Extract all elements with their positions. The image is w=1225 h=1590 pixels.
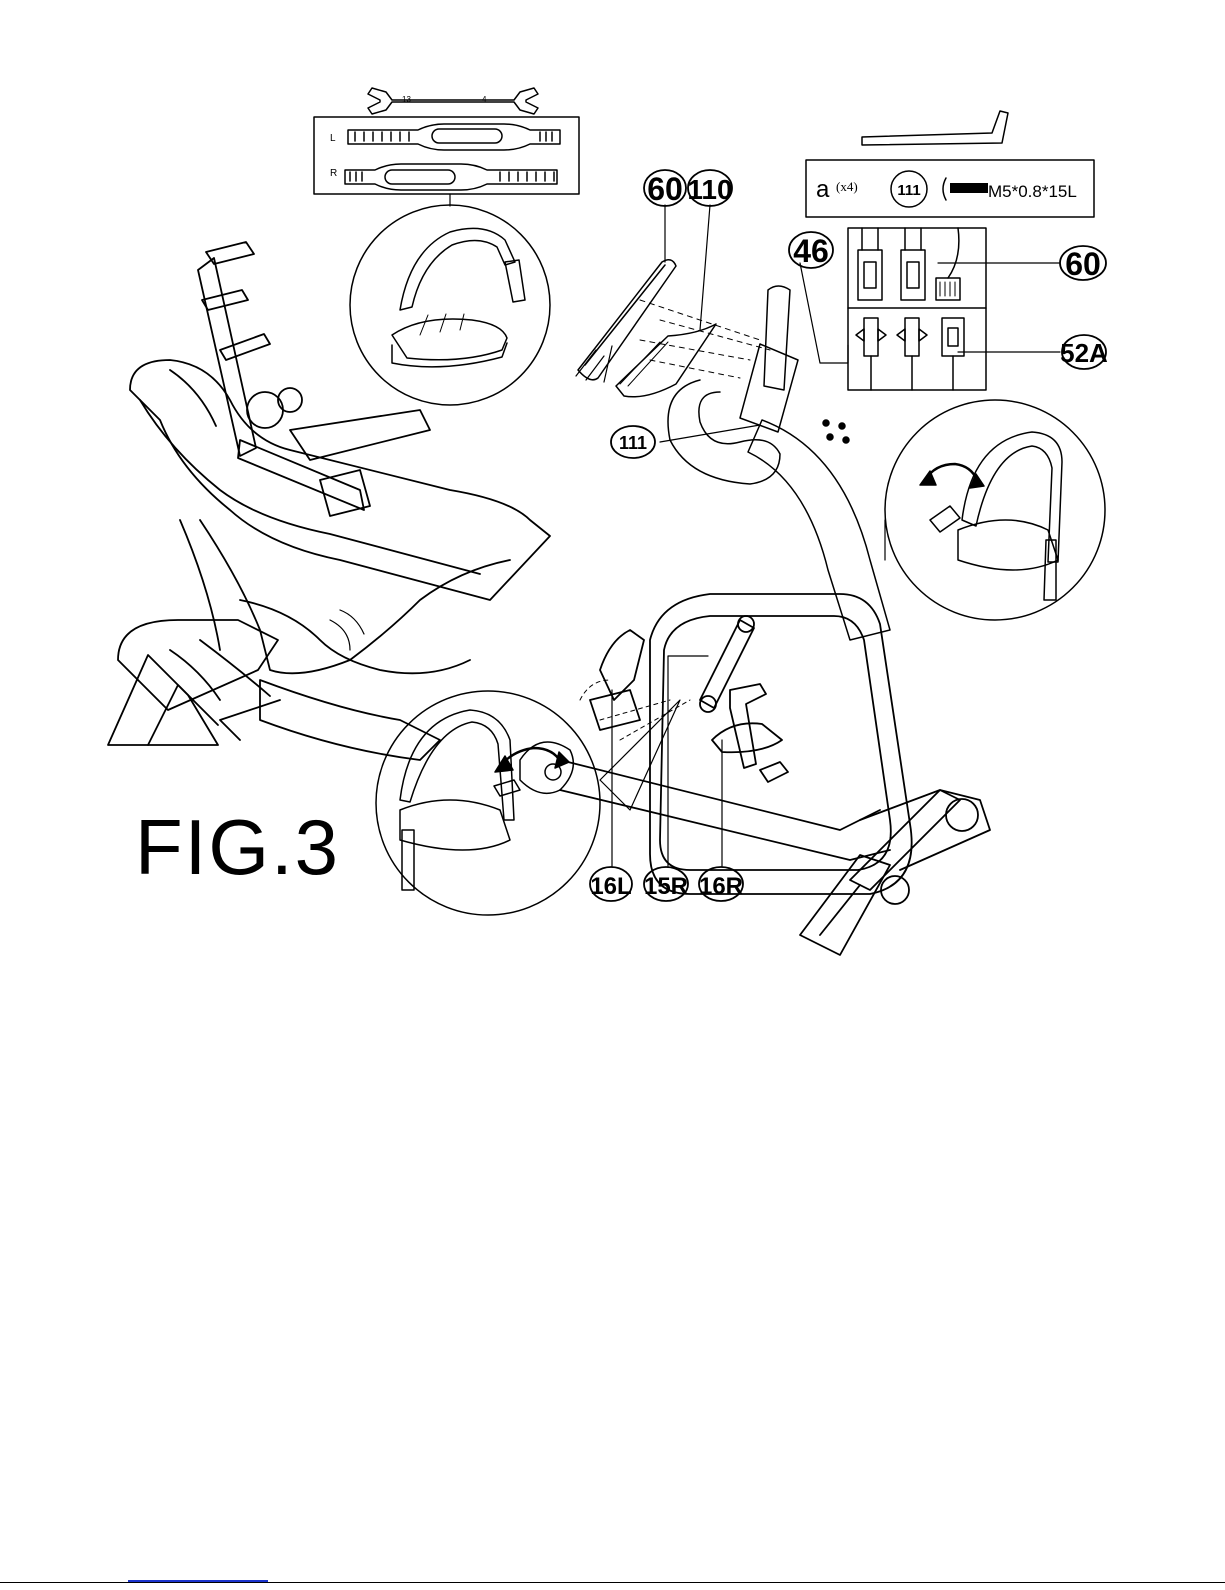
svg-text:110: 110	[687, 174, 732, 205]
svg-text:16R: 16R	[699, 873, 743, 900]
strap-right-label: R	[330, 168, 337, 179]
screw-icon	[943, 178, 988, 200]
seat-frame-assembly	[108, 242, 550, 760]
pedal-detail-circle	[350, 205, 550, 405]
hardware-part-number: 111	[897, 182, 920, 199]
wrench-size-a: 13	[402, 95, 411, 104]
strap-right	[345, 164, 557, 190]
wrench-size-b: 4	[482, 95, 487, 104]
figure-title: FIG.3	[135, 808, 340, 886]
bike-body	[560, 594, 990, 955]
callout-15r: 15R	[644, 867, 688, 901]
wrench-icon: 13 4	[368, 88, 538, 114]
svg-text:15R: 15R	[644, 873, 688, 900]
svg-text:60: 60	[1065, 246, 1101, 282]
svg-text:52A: 52A	[1060, 338, 1108, 368]
callout-60-right: 60	[1060, 246, 1106, 282]
callout-111: 111	[611, 426, 655, 458]
hardware-box: a (x4) 111 M5*0.8*15L	[806, 160, 1094, 217]
hardware-letter: a	[816, 176, 830, 203]
callout-46: 46	[789, 232, 833, 269]
connector-detail-box	[800, 228, 1060, 390]
callout-52a: 52A	[1060, 335, 1108, 369]
strap-parts-box: L R	[314, 117, 579, 206]
callout-16l: 16L	[590, 867, 632, 901]
strap-left-label: L	[330, 133, 336, 144]
callout-60-top: 60	[644, 170, 686, 207]
hardware-qty: (x4)	[836, 179, 858, 194]
page-bottom-link-underline	[128, 1580, 268, 1582]
svg-text:46: 46	[793, 233, 829, 269]
callout-110: 110	[687, 170, 732, 206]
allen-key-icon	[862, 111, 1008, 145]
strap-left	[348, 124, 560, 150]
callout-16r: 16R	[699, 867, 743, 901]
svg-text:60: 60	[647, 171, 683, 207]
hardware-spec: M5*0.8*15L	[988, 182, 1077, 201]
svg-text:16L: 16L	[590, 873, 631, 900]
svg-text:111: 111	[619, 433, 647, 453]
page-bottom-rule	[0, 1582, 1225, 1583]
pedal-detail-circle-right	[885, 400, 1105, 620]
console-assembly	[576, 205, 890, 640]
